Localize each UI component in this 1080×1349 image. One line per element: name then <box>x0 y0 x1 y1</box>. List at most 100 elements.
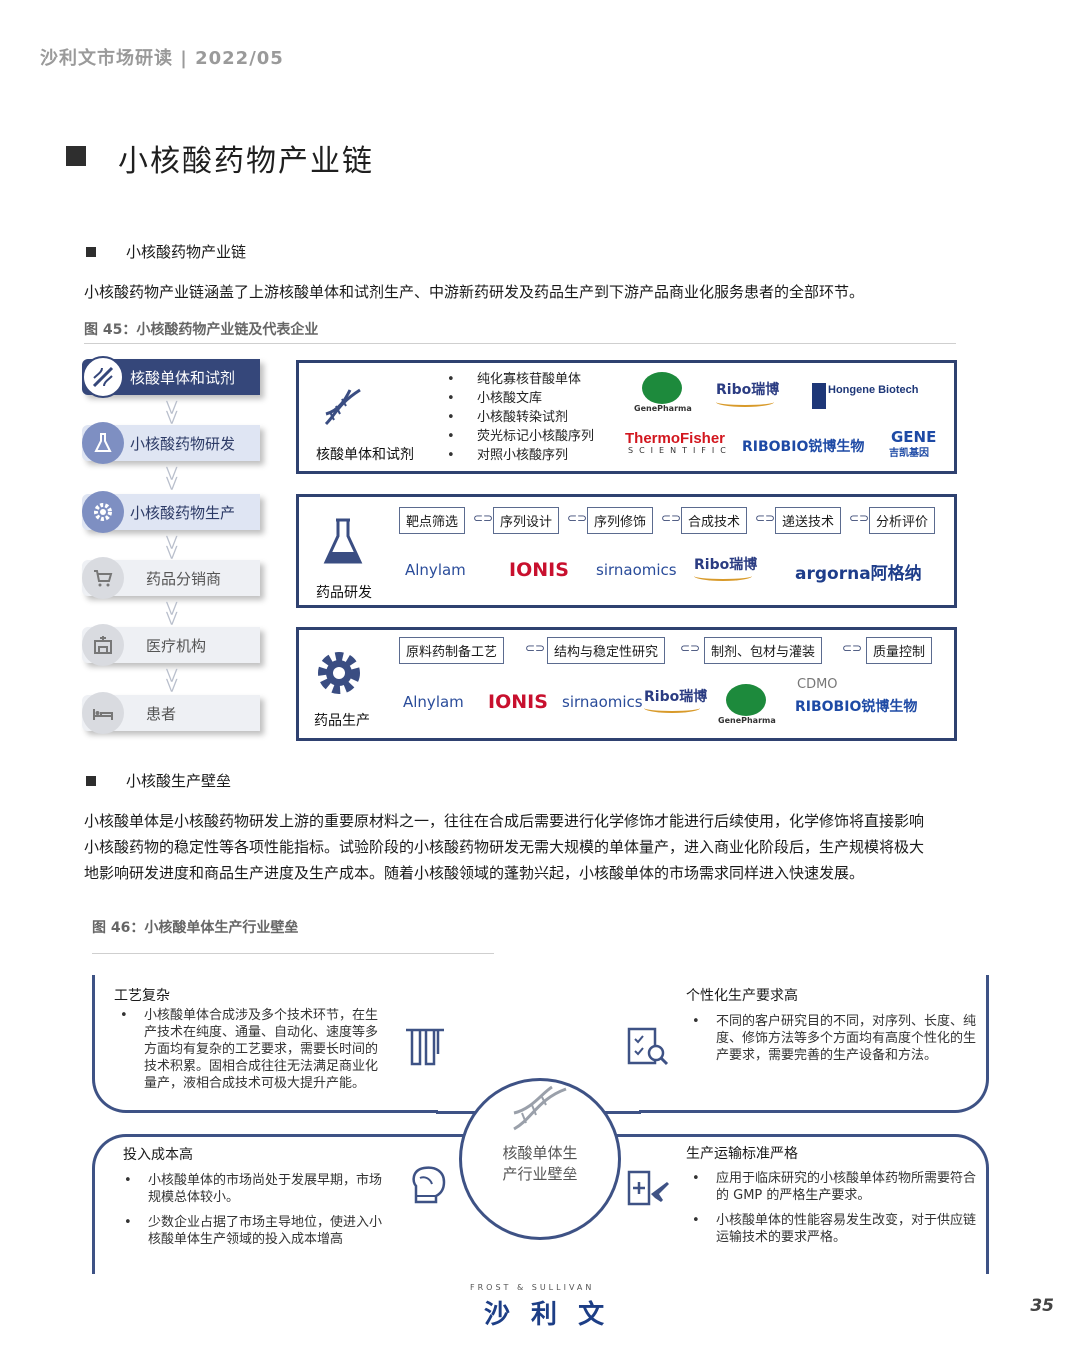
box-monomer-reagents <box>296 360 957 474</box>
box1-label: 核酸单体和试剂 <box>316 447 414 463</box>
panel-list: 不同的客户研究目的不同，对序列、长度、纯度、修饰方法等多个方面均有高度个性化的生… <box>686 1013 976 1072</box>
figure46-caption: 图 46：小核酸单体生产行业壁垒 <box>92 920 299 936</box>
panel-title: 投入成本高 <box>123 1147 193 1163</box>
gear-icon <box>82 491 124 533</box>
list-item: 小核酸单体的性能容易发生改变，对于供应链运输技术的要求严格。 <box>686 1212 976 1246</box>
chevron-down-icon: ⋁⋁ <box>166 465 178 491</box>
ribobio-logo: RIBOBIO锐博生物 <box>742 439 865 455</box>
ribo-logo: Ribo瑞博 <box>694 557 758 573</box>
ribo-swoosh <box>694 571 752 581</box>
cart-icon <box>82 557 124 599</box>
footer-brand-en: FROST & SULLIVAN <box>470 1283 595 1292</box>
genepharma-logo-mark <box>642 372 682 404</box>
tag-quality-control: 质量控制 <box>866 637 933 664</box>
center-text-line: 核酸单体生 <box>502 1144 578 1162</box>
list-item: 荧光标记小核酸序列 <box>447 427 594 446</box>
footer-brand-logo: 沙 利 文 <box>484 1300 611 1330</box>
center-text-line: 产行业壁垒 <box>502 1165 578 1183</box>
hospital-icon <box>82 624 124 666</box>
figure45-caption: 图 45：小核酸药物产业链及代表企业 <box>84 322 319 338</box>
section-marker <box>86 776 96 786</box>
chevron-down-icon: ⋁⋁ <box>166 534 178 560</box>
genepharma-logo-mark <box>726 684 766 716</box>
hongene-logo-mark <box>812 383 826 409</box>
chevron-down-icon: ⋁⋁ <box>166 399 178 425</box>
thermofisher-scientific-text: SCIENTIFIC <box>628 446 732 455</box>
link-icon: ⊂⊃ <box>755 511 776 525</box>
list-item: 少数企业占据了市场主导地位，使进入小核酸单体生产领域的投入成本增高 <box>118 1214 386 1248</box>
medicine-airplane-icon <box>625 1164 671 1214</box>
genepharma-logo: GenePharma <box>634 404 692 413</box>
panel-frame <box>639 975 989 1113</box>
title-marker <box>66 146 86 166</box>
link-icon: ⊂⊃ <box>567 511 588 525</box>
box1-list: 纯化寡核苷酸单体 小核酸文库 小核酸转染试剂 荧光标记小核酸序列 对照小核酸序列 <box>447 370 594 465</box>
chain-step-label: 小核酸药物生产 <box>130 504 236 522</box>
ribobio-logo: RIBOBIO锐博生物 <box>795 699 918 715</box>
tag-synthesis: 合成技术 <box>681 507 748 534</box>
list-item: 小核酸文库 <box>447 389 594 408</box>
dna-icon <box>82 356 124 398</box>
section2-paragraph-line: 小核酸药物的稳定性等各项性能指标。试验阶段的小核酸药物研发无需大规模的单体量产，… <box>84 838 925 856</box>
page-title: 小核酸药物产业链 <box>118 144 374 179</box>
ribo-swoosh <box>716 397 774 407</box>
flask-icon <box>322 516 364 572</box>
argorna-logo: argorna阿格纳 <box>795 564 922 584</box>
panel-list: 小核酸单体合成涉及多个技术环节，在生产技术在纯度、通量、自动化、速度等多方面均有… <box>114 1007 390 1100</box>
tag-structure-stability: 结构与稳定性研究 <box>547 637 666 664</box>
flask-icon <box>82 422 124 464</box>
sirnaomics-logo: sirnaomics <box>596 561 677 579</box>
section-marker <box>86 247 96 257</box>
cdmo-label: CDMO <box>797 677 838 692</box>
panel-title: 生产运输标准严格 <box>686 1146 798 1162</box>
chevron-down-icon: ⋁⋁ <box>166 600 178 626</box>
panel-frame <box>92 975 438 1113</box>
chain-step-patient: 患者 <box>82 692 260 734</box>
tag-sequence-modification: 序列修饰 <box>587 507 654 534</box>
link-icon: ⊂⊃ <box>849 511 870 525</box>
alnylam-logo: Alnylam <box>403 693 464 711</box>
ribo-logo: Ribo瑞博 <box>716 382 780 398</box>
hongene-logo: Hongene Biotech <box>828 384 919 396</box>
panel-list: 应用于临床研究的小核酸单体药物所需要符合的 GMP 的严格生产要求。 小核酸单体… <box>686 1170 976 1254</box>
chain-step-production: 小核酸药物生产 <box>82 491 260 533</box>
genechem-cn-logo: 吉凯基因 <box>889 448 929 459</box>
link-icon: ⊂⊃ <box>661 511 682 525</box>
list-item: 不同的客户研究目的不同，对序列、长度、纯度、修饰方法等多个方面均有高度个性化的生… <box>686 1013 976 1064</box>
genepharma-logo: GenePharma <box>718 716 776 725</box>
link-icon: ⊂⊃ <box>680 641 701 655</box>
list-item: 应用于临床研究的小核酸单体药物所需要符合的 GMP 的严格生产要求。 <box>686 1170 976 1204</box>
panel-title: 工艺复杂 <box>114 988 170 1004</box>
tag-delivery: 递送技术 <box>775 507 842 534</box>
section1-title: 小核酸药物产业链 <box>126 243 247 261</box>
ionis-logo: IONIS <box>509 559 569 581</box>
section2-paragraph-line: 地影响研发进度和商品生产进度及生产成本。随着小核酸领域的蓬勃兴起，小核酸单体的市… <box>84 864 865 882</box>
list-item: 纯化寡核苷酸单体 <box>447 370 594 389</box>
boxing-glove-icon <box>406 1162 452 1212</box>
link-icon: ⊂⊃ <box>525 641 546 655</box>
chain-step-label: 核酸单体和试剂 <box>130 369 236 387</box>
panel-title: 个性化生产要求高 <box>686 988 798 1004</box>
chain-step-label: 药品分销商 <box>146 570 222 588</box>
chevron-down-icon: ⋁⋁ <box>166 667 178 693</box>
alnylam-logo: Alnylam <box>405 561 466 579</box>
dna-icon <box>320 384 366 434</box>
chain-step-hospital: 医疗机构 <box>82 624 260 666</box>
report-header: 沙利文市场研读 | 2022/05 <box>40 48 284 69</box>
panel-frame <box>92 1134 438 1274</box>
tag-sequence-design: 序列设计 <box>493 507 560 534</box>
list-item: 小核酸转染试剂 <box>447 408 594 427</box>
gear-icon <box>314 648 364 702</box>
test-tubes-icon <box>402 1024 448 1074</box>
chain-step-label: 患者 <box>146 705 177 723</box>
panel-list: 小核酸单体的市场尚处于发展早期，市场规模总体较小。 少数企业占据了市场主导地位，… <box>118 1172 386 1256</box>
link-icon: ⊂⊃ <box>842 641 863 655</box>
ribo-swoosh <box>644 703 700 713</box>
tag-analysis: 分析评价 <box>869 507 936 534</box>
divider <box>84 343 956 344</box>
ribo-logo: Ribo瑞博 <box>644 689 708 705</box>
box2-label: 药品研发 <box>316 585 372 601</box>
divider <box>92 953 494 954</box>
section2-title: 小核酸生产壁垒 <box>126 772 232 790</box>
box3-label: 药品生产 <box>314 713 370 729</box>
